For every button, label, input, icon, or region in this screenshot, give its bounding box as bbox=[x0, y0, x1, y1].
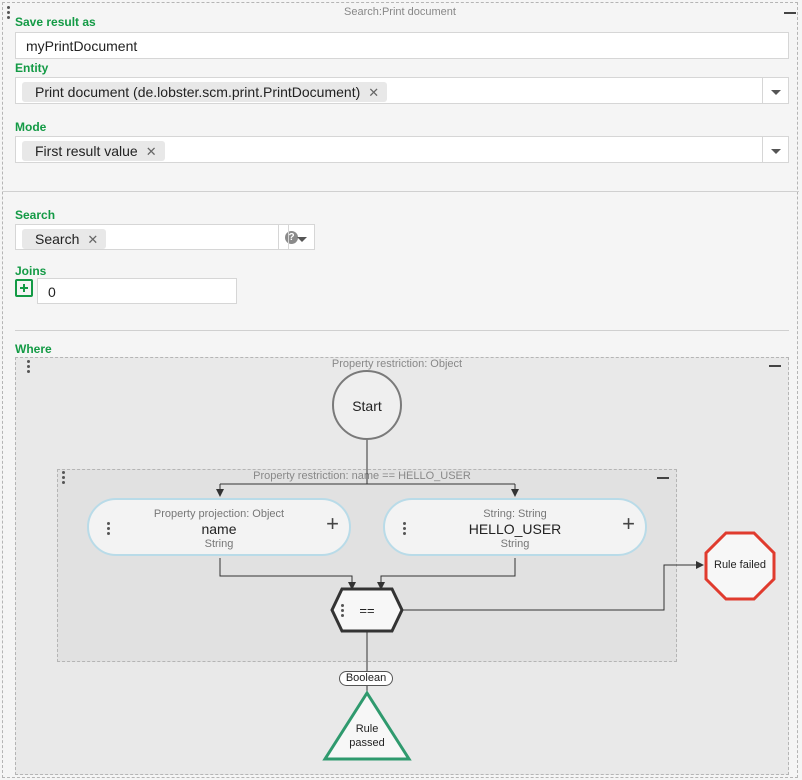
save-result-value: myPrintDocument bbox=[26, 38, 138, 54]
left-node-menu-icon[interactable] bbox=[107, 522, 111, 537]
mode-chip-label: First result value bbox=[35, 143, 138, 159]
joins-input[interactable]: 0 bbox=[37, 278, 237, 304]
entity-chip: Print document (de.lobster.scm.print.Pri… bbox=[22, 82, 388, 102]
rule-passed-triangle bbox=[322, 690, 412, 761]
joins-label: Joins bbox=[15, 264, 47, 278]
inner-restriction-title: Property restriction: name == HELLO_USER bbox=[253, 470, 471, 482]
right-node-name: HELLO_USER bbox=[468, 521, 562, 537]
inner-restriction-collapse-icon[interactable] bbox=[657, 477, 669, 479]
rule-passed-line2[interactable]: passed bbox=[349, 737, 385, 749]
left-node-type: String bbox=[204, 538, 234, 550]
right-node-menu-icon[interactable] bbox=[403, 522, 407, 537]
add-join-icon[interactable] bbox=[15, 279, 33, 297]
operator-label[interactable]: == bbox=[359, 603, 375, 618]
panel-menu-icon[interactable] bbox=[7, 6, 11, 21]
search-select[interactable]: Search✕ ? bbox=[15, 224, 315, 250]
left-node-name: name bbox=[201, 521, 237, 537]
result-type-badge: Boolean bbox=[339, 671, 393, 686]
section-divider bbox=[3, 191, 799, 192]
mode-chip-remove-icon[interactable]: ✕ bbox=[145, 144, 157, 159]
start-node-circle bbox=[332, 370, 402, 440]
left-node-kind: Property projection: Object bbox=[153, 508, 285, 520]
property-projection-node[interactable]: Property projection: Object name String … bbox=[87, 498, 351, 556]
entity-chip-remove-icon[interactable]: ✕ bbox=[368, 85, 380, 100]
connector-right-to-operator bbox=[377, 558, 516, 590]
connector-operator-to-failed bbox=[402, 561, 704, 611]
search-label: Search bbox=[15, 208, 56, 222]
save-result-input[interactable]: myPrintDocument bbox=[15, 32, 789, 59]
inner-restriction-menu-icon[interactable] bbox=[62, 471, 66, 486]
mode-dropdown-icon[interactable] bbox=[762, 137, 788, 162]
operator-node-hexagon bbox=[330, 587, 404, 633]
joins-value: 0 bbox=[48, 284, 56, 300]
panel-collapse-icon[interactable] bbox=[784, 12, 796, 14]
panel-title: Search:Print document bbox=[344, 6, 456, 18]
right-node-type: String bbox=[500, 538, 530, 550]
operator-menu-icon[interactable] bbox=[341, 604, 345, 619]
entity-chip-label: Print document (de.lobster.scm.print.Pri… bbox=[35, 84, 361, 100]
start-branch-connector bbox=[220, 439, 515, 485]
search-dropdown-icon[interactable] bbox=[288, 225, 314, 249]
right-node-add-icon[interactable]: + bbox=[622, 511, 635, 536]
entity-label: Entity bbox=[15, 61, 49, 75]
mode-label: Mode bbox=[15, 120, 47, 134]
rule-failed-label[interactable]: Rule failed bbox=[714, 559, 766, 571]
rule-passed-line1[interactable]: Rule bbox=[355, 723, 379, 735]
outer-restriction-collapse-icon[interactable] bbox=[769, 365, 781, 367]
entity-select[interactable]: Print document (de.lobster.scm.print.Pri… bbox=[15, 77, 789, 104]
left-node-add-icon[interactable]: + bbox=[326, 511, 339, 536]
search-chip-label: Search bbox=[35, 231, 80, 247]
where-label: Where bbox=[15, 342, 52, 356]
right-node-kind: String: String bbox=[483, 508, 547, 520]
outer-restriction-menu-icon[interactable] bbox=[27, 360, 31, 375]
outer-restriction-title: Property restriction: Object bbox=[331, 358, 463, 370]
mode-select[interactable]: First result value ✕ bbox=[15, 136, 789, 163]
connector-left-to-operator bbox=[219, 558, 356, 590]
start-node-label[interactable]: Start bbox=[352, 398, 382, 414]
save-result-label: Save result as bbox=[15, 15, 96, 29]
string-constant-node[interactable]: String: String HELLO_USER String + bbox=[383, 498, 647, 556]
rule-failed-octagon bbox=[704, 531, 776, 601]
search-chip-remove-icon[interactable]: ✕ bbox=[87, 232, 99, 247]
entity-dropdown-icon[interactable] bbox=[762, 78, 788, 103]
where-divider bbox=[15, 330, 789, 331]
search-chip: Search ✕ bbox=[22, 229, 107, 249]
mode-chip: First result value ✕ bbox=[22, 141, 165, 161]
